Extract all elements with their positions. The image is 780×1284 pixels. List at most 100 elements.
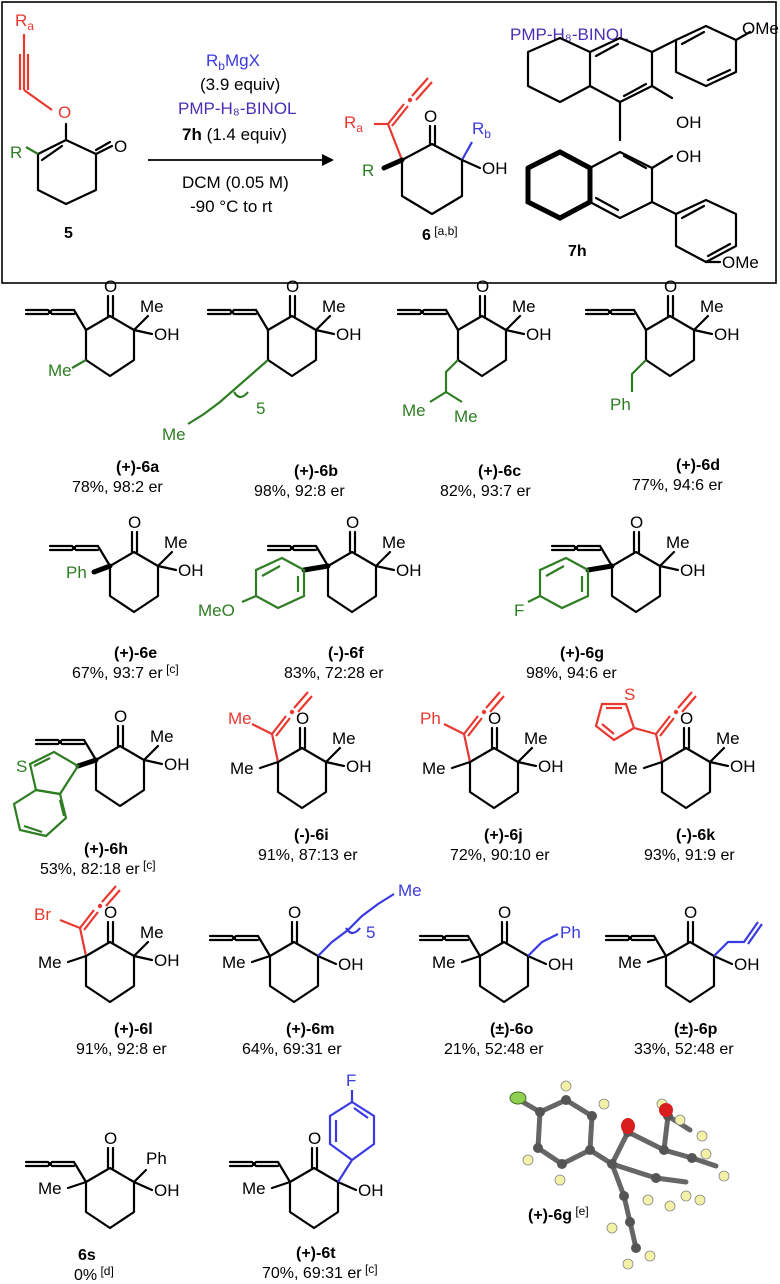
svg-text:O: O	[104, 903, 117, 922]
compound-6a: O Me OH Me	[24, 277, 180, 380]
svg-text:OH: OH	[154, 325, 180, 344]
svg-text:-90 °C to rt: -90 °C to rt	[190, 197, 273, 216]
svg-text:(+)-6m: (+)-6m	[286, 1021, 334, 1038]
compound-6o: O Me OH Ph	[418, 903, 581, 1004]
svg-text:5: 5	[366, 923, 375, 942]
svg-text:(+)-6a: (+)-6a	[116, 459, 159, 476]
svg-text:R: R	[10, 143, 22, 162]
svg-text:O: O	[630, 513, 643, 532]
svg-text:O: O	[58, 103, 71, 122]
svg-text:6 [a,b]: 6 [a,b]	[422, 224, 458, 244]
compound-6h: O Me OH S	[12, 707, 190, 838]
svg-text:83%, 72:28 er: 83%, 72:28 er	[284, 665, 384, 682]
svg-text:Ph: Ph	[560, 923, 581, 942]
svg-text:Me: Me	[614, 759, 638, 778]
svg-text:OH: OH	[676, 113, 702, 132]
svg-text:(+)-6l: (+)-6l	[114, 1021, 153, 1038]
svg-text:OH: OH	[482, 159, 508, 178]
svg-text:91%, 92:8 er: 91%, 92:8 er	[76, 1041, 167, 1058]
compound-6g: O Me OH F	[514, 513, 706, 620]
svg-text:Rb: Rb	[472, 119, 491, 141]
svg-text:F: F	[514, 601, 524, 620]
svg-text:5: 5	[64, 225, 73, 242]
svg-text:(+)-6g [e]: (+)-6g [e]	[528, 1204, 589, 1224]
svg-text:PMP-H₈-BINOL: PMP-H₈-BINOL	[510, 25, 629, 44]
svg-text:PMP-H₈-BINOL: PMP-H₈-BINOL	[178, 99, 297, 118]
svg-text:Me: Me	[382, 533, 406, 552]
svg-text:93%, 91:9 er: 93%, 91:9 er	[644, 847, 735, 864]
svg-text:S: S	[624, 685, 635, 704]
svg-text:O: O	[104, 1129, 117, 1148]
svg-text:F: F	[346, 1071, 356, 1090]
grignard-reagent: RbMgX	[206, 51, 260, 73]
svg-text:Ph: Ph	[66, 563, 87, 582]
compound-6b: O Me OH 5 Me	[162, 277, 362, 444]
svg-text:Me: Me	[162, 425, 186, 444]
svg-text:(+)-6d: (+)-6d	[676, 457, 720, 474]
svg-text:6s: 6s	[78, 1247, 96, 1264]
svg-text:(-)-6k: (-)-6k	[676, 827, 715, 844]
svg-text:64%, 69:31 er: 64%, 69:31 er	[242, 1041, 342, 1058]
reaction-conditions: RbMgX (3.9 equiv) PMP-H₈-BINOL 7h (1.4 e…	[178, 51, 297, 216]
svg-text:Me: Me	[228, 709, 252, 728]
svg-text:OH: OH	[396, 561, 422, 580]
svg-text:Me: Me	[38, 953, 62, 972]
svg-text:72%, 90:10 er: 72%, 90:10 er	[450, 847, 550, 864]
svg-text:Me: Me	[512, 297, 536, 316]
svg-text:OH: OH	[526, 325, 552, 344]
svg-text:Me: Me	[432, 953, 456, 972]
svg-text:Me: Me	[48, 361, 72, 380]
svg-text:O: O	[114, 707, 127, 726]
svg-text:OH: OH	[346, 757, 372, 776]
svg-text:(+)-6h: (+)-6h	[84, 841, 128, 858]
svg-text:Ph: Ph	[146, 1149, 167, 1168]
svg-text:Me: Me	[150, 727, 174, 746]
svg-text:OH: OH	[676, 147, 702, 166]
svg-text:Me: Me	[230, 759, 254, 778]
svg-text:OH: OH	[154, 951, 180, 970]
svg-text:OH: OH	[358, 1181, 384, 1200]
svg-text:OH: OH	[714, 325, 740, 344]
svg-text:Me: Me	[700, 297, 724, 316]
compound-6m: O Me OH 5 Me	[208, 881, 422, 1004]
svg-text:Me: Me	[140, 297, 164, 316]
svg-text:33%, 52:48 er: 33%, 52:48 er	[634, 1041, 734, 1058]
svg-text:Ra: Ra	[344, 113, 363, 135]
scheme-frame	[1, 1, 777, 284]
svg-text:Me: Me	[242, 1179, 266, 1198]
svg-text:Me: Me	[140, 923, 164, 942]
svg-text:(±)-6p: (±)-6p	[674, 1021, 718, 1038]
svg-text:21%, 52:48 er: 21%, 52:48 er	[444, 1041, 544, 1058]
svg-text:7h: 7h	[568, 243, 587, 260]
svg-text:OH: OH	[164, 755, 190, 774]
svg-text:O: O	[498, 903, 511, 922]
svg-text:O: O	[664, 277, 677, 296]
compound-6i: O Me OH Me Me	[228, 691, 372, 810]
svg-text:OH: OH	[336, 325, 362, 344]
svg-text:OMe: OMe	[722, 253, 759, 272]
compound-6c: O Me OH Me Me	[396, 277, 552, 426]
svg-text:Me: Me	[332, 729, 356, 748]
svg-text:O: O	[476, 277, 489, 296]
svg-text:(3.9 equiv): (3.9 equiv)	[200, 75, 280, 94]
svg-text:Ph: Ph	[420, 709, 441, 728]
svg-text:Me: Me	[422, 759, 446, 778]
svg-text:OH: OH	[734, 955, 760, 974]
svg-text:OH: OH	[730, 757, 756, 776]
compound-6e: O Me OH Ph	[48, 513, 204, 614]
svg-text:DCM (0.05 M): DCM (0.05 M)	[182, 173, 289, 192]
svg-text:OH: OH	[680, 561, 706, 580]
svg-text:(-)-6i: (-)-6i	[294, 827, 329, 844]
crystal-structure: (+)-6g [e]	[509, 1080, 730, 1270]
svg-text:98%, 94:6 er: 98%, 94:6 er	[526, 665, 617, 682]
svg-text:O: O	[680, 709, 693, 728]
product-6: Ra O Rb OH R 6 [a,b]	[344, 77, 508, 244]
svg-text:(+)-6t: (+)-6t	[296, 1245, 336, 1262]
svg-text:(+)-6c: (+)-6c	[478, 463, 521, 480]
svg-text:O: O	[296, 709, 309, 728]
svg-text:O: O	[288, 903, 301, 922]
svg-text:78%, 98:2 er: 78%, 98:2 er	[72, 479, 163, 496]
svg-text:O: O	[286, 277, 299, 296]
svg-text:Br: Br	[34, 905, 51, 924]
svg-text:82%, 93:7 er: 82%, 93:7 er	[440, 483, 531, 500]
